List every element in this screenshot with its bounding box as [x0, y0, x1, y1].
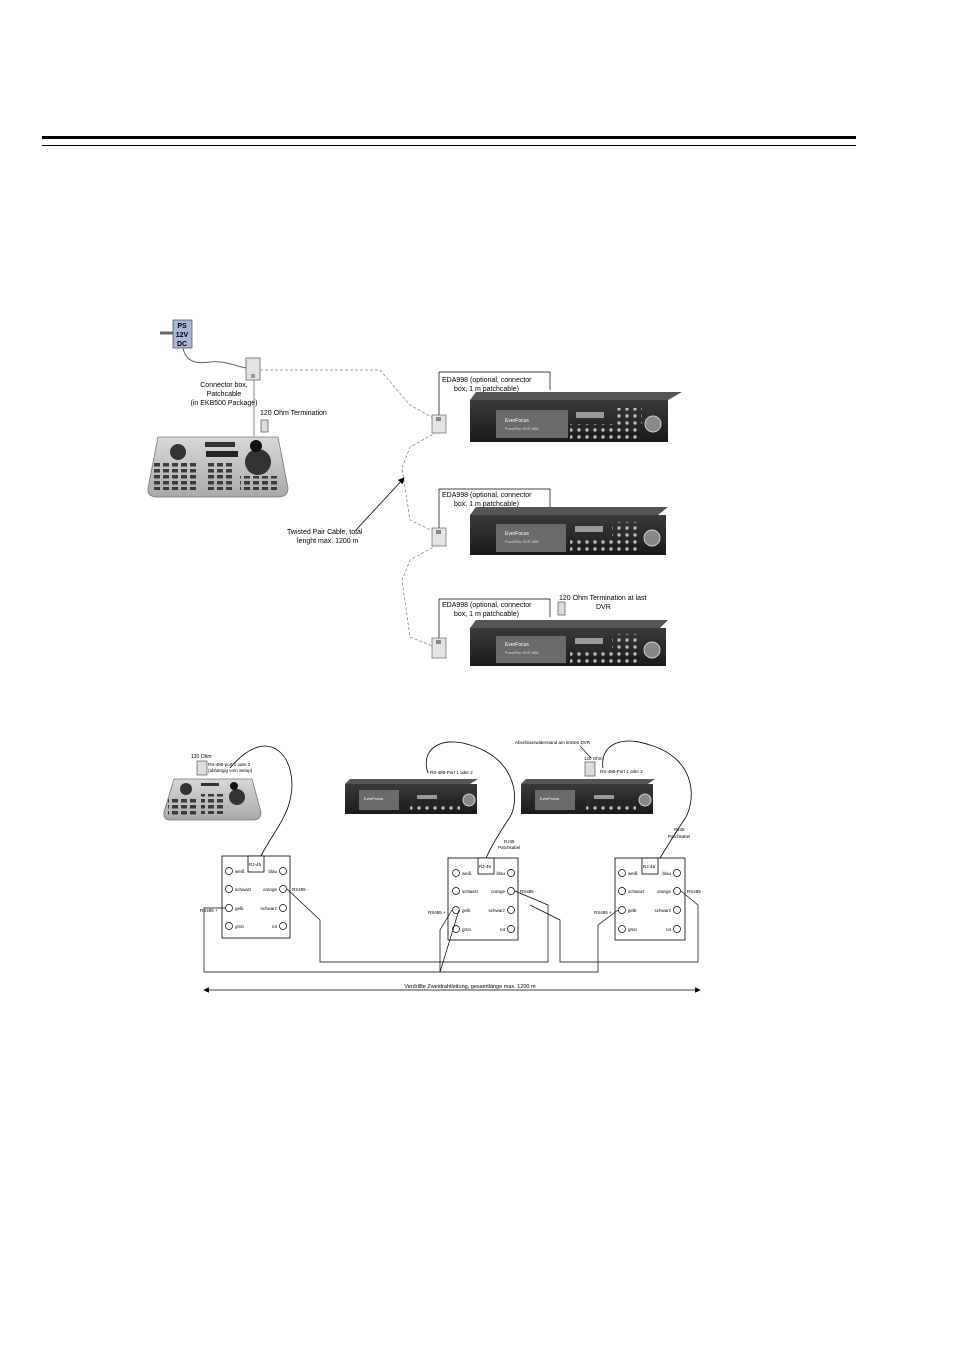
rj45-label: RJ-45 [249, 862, 262, 867]
terminal-orange: orange [491, 889, 506, 894]
terminal-rot: rot [272, 924, 278, 929]
terminal-schwarz-r: schwarz [260, 906, 277, 911]
connector-box-icon [245, 357, 261, 381]
rs-minus-3: RS485 - [687, 889, 704, 894]
dvr-unit-icon: EverFocus [345, 779, 478, 814]
terminal-orange: orange [657, 889, 672, 894]
dvr-unit-icon: EverFocus PowerPlex EDR 1680 [470, 620, 668, 666]
power-supply-icon: PS 12V DC [160, 319, 193, 349]
termination-plug-icon [260, 419, 269, 433]
dvr-row-1: EDA998 (optional, connector box, 1 m pat… [431, 371, 682, 442]
dvr-row-2: EDA998 (optional, connector box, 1 m pat… [431, 488, 668, 555]
dvr-unit-icon: EverFocus [521, 779, 655, 814]
dvr-brand-label: EverFocus [505, 418, 529, 424]
termination-plug-icon [584, 761, 596, 777]
header-rule-thin [42, 145, 856, 146]
terminal-blau: blau [496, 871, 505, 876]
eda-label-3-line2: box, 1 m patchcable) [454, 611, 519, 618]
terminal-weiss: weiß [462, 871, 472, 876]
terminal-weiss: weiß [235, 869, 245, 874]
rj45-patch-1a: RJ45 [504, 839, 515, 844]
terminal-gelb: gelb [628, 908, 637, 913]
eda-label-2-line1: EDA998 (optional, connector [442, 492, 532, 499]
connector-box-label-2: Patchcable [207, 391, 242, 398]
bottom-diagram: 120 Ohm RS-485-port 1 oder 2 (abhängig v… [163, 740, 704, 993]
termination-keyboard-label: 120 Ohm Termination [260, 410, 327, 417]
rj45-label: RJ-45 [643, 864, 656, 869]
terminal-box-1: RJ-45 weiß schwarz gelb grün blau orange… [221, 855, 291, 939]
dvr-unit-icon: EverFocus PowerPlex EDR 1680 [470, 392, 682, 442]
connector-box-label-3: (in EKB500 Package) [191, 400, 258, 407]
terminal-blau: blau [268, 869, 277, 874]
rs-plus-1: RS485 + [200, 908, 218, 913]
terminal-schwarz-r: schwarz [654, 908, 671, 913]
port-dvr1-label: RS-485-Port 1 oder 2 [430, 770, 473, 775]
terminal-gruen: grün [462, 927, 472, 932]
terminal-weiss: weiß [628, 871, 638, 876]
termination-last-label-2: DVR [596, 604, 611, 611]
keyboard-controller-icon [147, 436, 289, 498]
terminal-box-2: RJ-45 weiß schwarz gelb grün blau orange… [447, 857, 519, 941]
terminal-box-3: RJ-45 weiß schwarz gelb grün blau orange… [614, 857, 686, 941]
cable-label-2: lenght max. 1200 m [297, 538, 359, 545]
terminal-rot: rot [666, 927, 672, 932]
terminal-schwarz: schwarz [628, 889, 645, 894]
ps-label-line3: DC [177, 341, 187, 348]
top-diagram: PS 12V DC Connector box, Patchcable (in … [147, 319, 682, 666]
terminal-orange: orange [263, 887, 278, 892]
termination-plug-icon [557, 601, 566, 616]
terminal-schwarz-r: schwarz [488, 908, 505, 913]
dvr-brand-label: EverFocus [505, 531, 529, 537]
ohm-kbd-label: 120 Ohm [191, 754, 212, 760]
dashed-bus-line [260, 369, 438, 649]
dvr-model-label: PowerPlex EDR 1680 [505, 651, 539, 655]
cable-length-label: Verdrillte Zweidrahtleitung, gesamtlänge… [404, 984, 536, 990]
ps-label-line1: PS [177, 323, 187, 330]
terminal-blau: blau [662, 871, 671, 876]
cable-label-1: Twisted Pair Cable, total [287, 529, 363, 536]
header-rule-thick [42, 136, 856, 139]
dvr-unit-icon: EverFocus PowerPlex EDR 1680 [470, 507, 668, 555]
rj45-label: RJ-45 [479, 864, 492, 869]
termination-last-label-1: 120 Ohm Termination at last [559, 595, 646, 602]
rs-minus-1: RS485 - [292, 887, 309, 892]
power-cable [182, 347, 247, 369]
rj45-patch-1b: Patchkabel [498, 845, 520, 850]
dvr-row-3: EDA998 (optional, connector box, 1 m pat… [431, 595, 668, 666]
port-kbd-label-2: (abhängig vom Setup) [208, 768, 253, 773]
port-dvr2-label: RS-485-Port 1 oder 2 [600, 769, 643, 774]
dvr-model-label: PowerPlex EDR 1680 [505, 540, 539, 544]
dvr-brand-label: EverFocus [540, 796, 559, 801]
eda-label-3-line1: EDA998 (optional, connector [442, 602, 532, 609]
rs-plus-3: RS485 + [594, 910, 612, 915]
bus-wire-minus [286, 888, 699, 963]
rs-plus-2: RS485 + [428, 910, 446, 915]
ps-label-line2: 12V [176, 332, 189, 339]
rs-minus-2: RS485 - [520, 889, 537, 894]
terminal-rot: rot [500, 927, 506, 932]
eda-label-1-line2: box, 1 m patchcable) [454, 386, 519, 393]
terminal-schwarz: schwarz [235, 887, 252, 892]
terminal-schwarz: schwarz [462, 889, 479, 894]
dvr-brand-label: EverFocus [364, 796, 383, 801]
note-last-label: Abschlusswiderstand am letzten DVR [515, 740, 591, 745]
connector-box-label-1: Connector box, [200, 382, 248, 389]
terminal-gruen: grün [628, 927, 638, 932]
ohm-last-label: 120 Ohm [584, 756, 603, 761]
cable-arrow [355, 477, 405, 531]
terminal-gruen: grün [235, 924, 245, 929]
rj45-patch-2a: RJ45 [674, 827, 685, 832]
terminal-gelb: gelb [235, 906, 244, 911]
dvr-model-label: PowerPlex EDR 1680 [505, 427, 539, 431]
rj45-patch-2b: Patchkabel [668, 834, 690, 839]
eda-label-2-line2: box, 1 m patchcable) [454, 501, 519, 508]
port-kbd-label-1: RS-485-port 1 oder 2 [208, 762, 251, 767]
keyboard-controller-icon [163, 778, 262, 821]
eda-label-1-line1: EDA998 (optional, connector [442, 377, 532, 384]
termination-plug-icon [196, 760, 208, 776]
terminal-gelb: gelb [462, 908, 471, 913]
dvr-brand-label: EverFocus [505, 642, 529, 648]
